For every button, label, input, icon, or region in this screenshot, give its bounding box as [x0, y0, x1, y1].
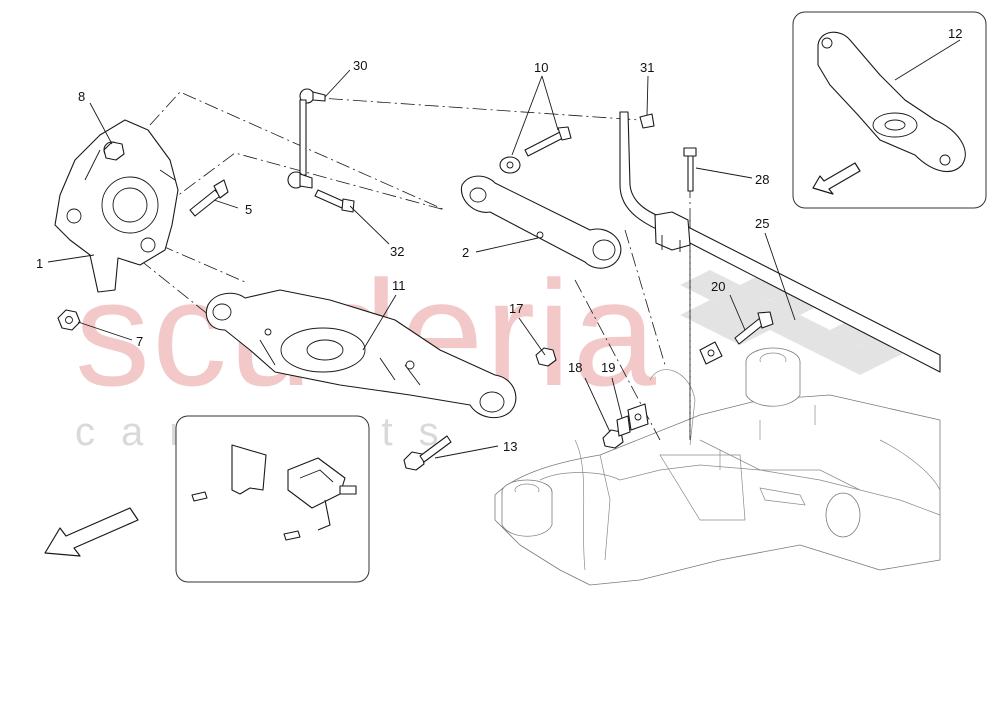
part-10-bolt-and-washer — [499, 126, 572, 174]
callout-11: 11 — [392, 278, 406, 293]
direction-arrow-inset — [812, 162, 861, 195]
callout-30: 30 — [353, 58, 367, 73]
callout-7: 7 — [136, 334, 143, 349]
callout-2: 2 — [462, 245, 469, 260]
part-13-bolt — [403, 435, 452, 471]
part-18-nut — [602, 429, 624, 449]
part-25-stabilizer-bar — [619, 111, 941, 373]
part-28-bolt — [683, 147, 697, 192]
direction-arrow — [44, 507, 139, 557]
callout-32: 32 — [390, 244, 404, 259]
inset-level-sensor — [175, 415, 370, 583]
rear-subframe-context — [494, 347, 941, 586]
part-17-nut — [535, 347, 557, 367]
callout-18: 18 — [568, 360, 582, 375]
callout-20: 20 — [711, 279, 725, 294]
callout-13: 13 — [503, 439, 517, 454]
inset-part-12 — [792, 11, 987, 209]
part-8-nut — [103, 141, 125, 161]
part-31-clip — [639, 113, 655, 129]
part-20-bracket — [699, 341, 723, 365]
callout-12: 12 — [948, 26, 962, 41]
callout-17: 17 — [509, 301, 523, 316]
callout-5: 5 — [245, 202, 252, 217]
leader-lines — [47, 39, 961, 459]
callout-28: 28 — [755, 172, 769, 187]
callout-10: 10 — [534, 60, 548, 75]
part-20-bolt — [734, 311, 774, 345]
callout-1: 1 — [36, 256, 43, 271]
part-32-bolt — [314, 189, 355, 213]
part-7-nut — [57, 309, 81, 331]
part-2-upper-control-arm — [460, 175, 622, 269]
callout-19: 19 — [601, 360, 615, 375]
callout-labels: 8 1 5 7 30 32 10 2 31 28 25 11 17 13 18 … — [36, 26, 962, 454]
part-19-washer — [616, 403, 649, 437]
part-30-stabilizer-link — [287, 88, 326, 189]
callout-31: 31 — [640, 60, 654, 75]
callout-8: 8 — [78, 89, 85, 104]
part-11-lower-control-arm — [205, 289, 517, 419]
callout-25: 25 — [755, 216, 769, 231]
assembly-lines — [139, 91, 691, 441]
part-5-bolt — [189, 179, 229, 217]
